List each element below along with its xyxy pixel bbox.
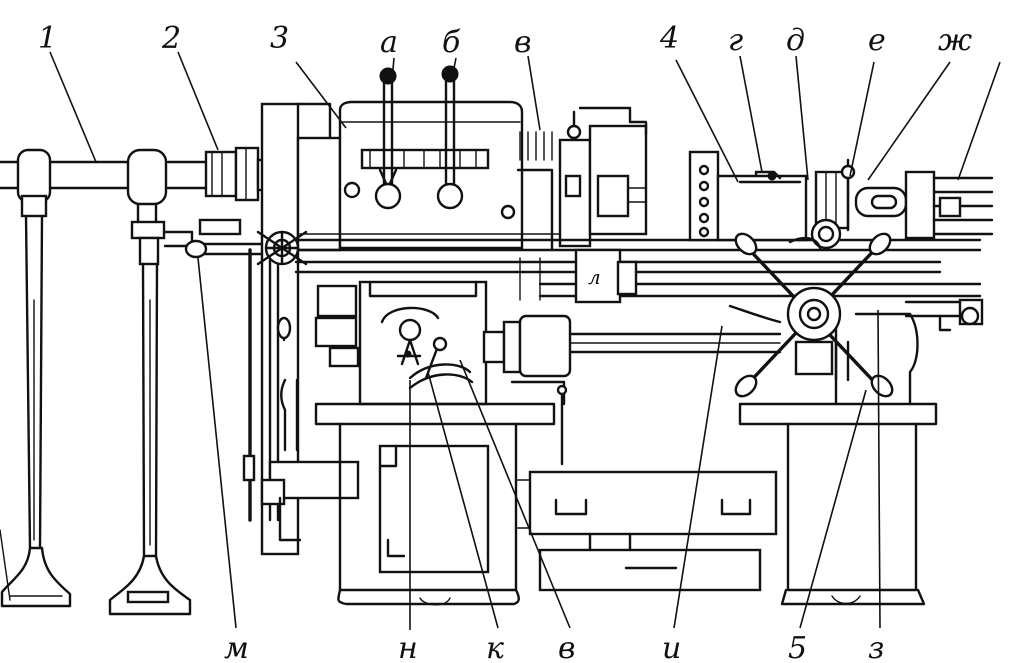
label-3: 3 (270, 21, 289, 56)
capstan-wheel (728, 232, 984, 398)
front-tool-slide (558, 106, 648, 248)
label-l: л (588, 265, 601, 289)
headstock-gearbox (338, 65, 554, 252)
callout-labels: 1 2 3 а б в 4 г д е ж м н к в и 5 з л (38, 21, 972, 663)
label-m: м (224, 631, 249, 663)
label-k: к (486, 631, 504, 663)
label-zh: ж (938, 23, 972, 58)
label-d: д (786, 23, 805, 58)
label-e: е (868, 23, 886, 58)
label-4: 4 (659, 21, 679, 56)
label-i: и (662, 631, 681, 663)
turret-slide (688, 150, 994, 250)
label-1: 1 (38, 21, 57, 56)
label-2: 2 (161, 21, 181, 56)
label-v-bottom: в (558, 631, 575, 663)
apron-gearbox (314, 280, 488, 406)
label-v-top: в (514, 25, 531, 60)
leader-lines (49, 51, 1001, 630)
label-a: а (380, 25, 398, 60)
label-n: н (398, 631, 418, 663)
feed-shafts (286, 233, 982, 304)
label-g: г (728, 23, 743, 58)
label-5: 5 (788, 631, 807, 663)
label-b: б (442, 25, 461, 60)
left-handwheel (184, 230, 308, 266)
label-z: з (868, 631, 884, 663)
lathe-bed (314, 312, 938, 606)
bar-stock-support-stands (0, 148, 217, 616)
lead-screw (482, 314, 782, 378)
